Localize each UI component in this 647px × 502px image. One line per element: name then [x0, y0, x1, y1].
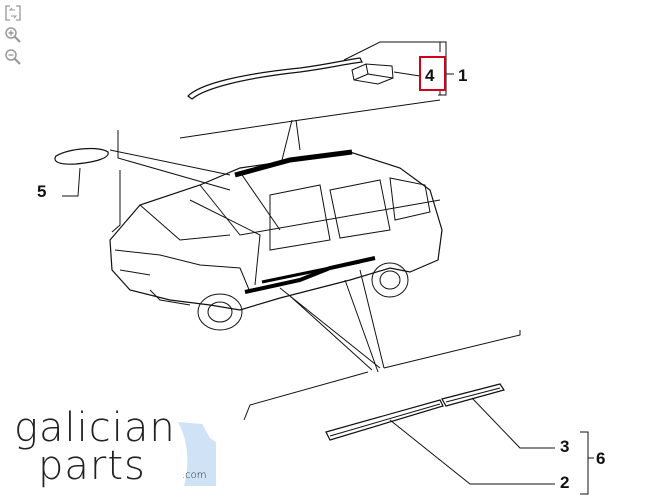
highlight-box — [419, 56, 446, 91]
zoom-out-icon[interactable] — [4, 48, 22, 66]
fit-to-screen-icon[interactable] — [4, 4, 22, 22]
callout-3[interactable]: 3 — [560, 437, 569, 456]
logo-line1: galician — [14, 405, 176, 451]
car-outline — [109, 151, 443, 311]
clip-part — [351, 63, 394, 85]
callout-1[interactable]: 1 — [458, 66, 467, 85]
side-moulding-part-2 — [325, 399, 444, 441]
callout-2[interactable]: 2 — [560, 473, 569, 492]
logo-line2: parts — [38, 443, 146, 489]
roof-moulding-part — [187, 57, 363, 100]
callout-4[interactable]: 4 — [425, 66, 435, 85]
zoom-in-icon[interactable] — [4, 26, 22, 44]
callout-5[interactable]: 5 — [37, 182, 46, 201]
cover-part — [54, 147, 109, 165]
callout-6[interactable]: 6 — [596, 449, 605, 468]
logo-suffix: .com — [182, 470, 207, 481]
side-moulding-part-3 — [441, 383, 505, 407]
car-silhouette-icon — [178, 422, 216, 486]
